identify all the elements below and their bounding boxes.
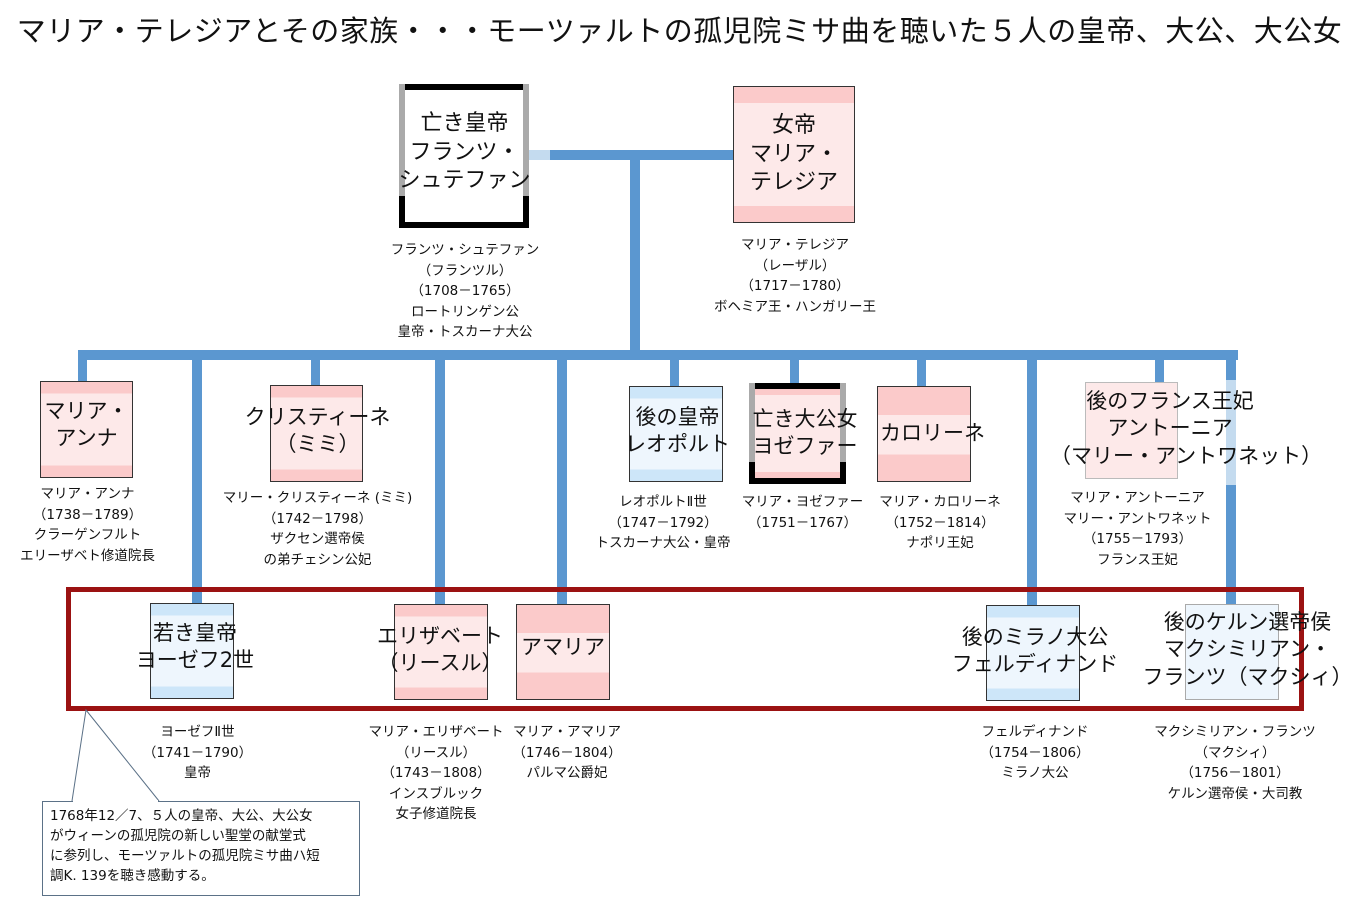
box-mother-label: 女帝 マリア・ テレジア: [749, 113, 838, 196]
info-mother: マリア・テレジア （レーザル） （1717－1780） ボヘミア王・ハンガリー王: [714, 237, 876, 315]
connector-caroline: [917, 355, 926, 388]
box-josepha[interactable]: [749, 383, 846, 484]
box-father[interactable]: [399, 84, 529, 228]
connector-antonia: [1155, 355, 1164, 383]
box-mother[interactable]: [733, 86, 855, 223]
box-leopold-label: 後の皇帝 レオポルト: [625, 405, 730, 457]
box-joseph-label: 若き皇帝 ヨーゼフ2世: [135, 621, 255, 673]
connector-maximilian: [1226, 485, 1236, 605]
info-christine: マリー・クリスティーネ (ミミ) （1742－1798） ザクセン選帝侯 の弟チ…: [222, 490, 413, 568]
connector-maximilian-top: [1226, 350, 1236, 380]
callout-text: 1768年12／7、５人の皇帝、大公、大公女 がウィーンの孤児院の新しい聖堂の献…: [50, 808, 320, 884]
box-christine[interactable]: [270, 385, 363, 482]
connector-christine: [311, 355, 320, 386]
connector-ferdinand: [1027, 355, 1037, 605]
box-leopold[interactable]: [629, 386, 723, 482]
info-josepha: マリア・ヨゼファー （1751－1767）: [741, 494, 864, 531]
box-ferdinand-label: 後のミラノ大公 フェルディナンド: [951, 625, 1119, 677]
connector-marriage: [550, 150, 734, 160]
info-father: フランツ・シュテファン （フランツル） （1708－1765） ロートリンゲン公…: [390, 242, 540, 340]
connector-children-bar: [78, 350, 1238, 360]
box-antonia-label: 後のフランス王妃 アントーニア （マリー・アントワネット）: [1050, 389, 1323, 468]
box-antonia[interactable]: [1085, 382, 1178, 479]
info-maria-anna: マリア・アンナ （1738－1789） クラーゲンフルト エリーザベト修道院長: [20, 486, 155, 564]
box-elisabeth[interactable]: [394, 604, 488, 700]
connector-joseph: [192, 355, 202, 603]
info-elisabeth: マリア・エリザベート （リースル） （1743－1808） インスブルック 女子…: [368, 724, 504, 822]
box-caroline-label: カロリーネ: [880, 421, 985, 445]
box-amalia-label: アマリア: [521, 635, 605, 659]
connector-maximilian-light: [1226, 380, 1236, 485]
info-ferdinand: フェルディナンド （1754－1806） ミラノ大公: [980, 724, 1090, 781]
connector-leopold: [670, 355, 679, 388]
info-maximilian: マクシミリアン・フランツ （マクシィ） （1756－1801） ケルン選帝侯・大…: [1154, 724, 1316, 802]
box-maria-anna[interactable]: [40, 381, 133, 478]
info-caroline: マリア・カロリーネ （1752－1814） ナポリ王妃: [879, 494, 1001, 551]
connector-trunk: [630, 155, 640, 355]
info-leopold: レオポルトⅡ世 （1747－1792） トスカーナ大公・皇帝: [595, 494, 731, 551]
callout-box: [42, 801, 360, 896]
info-amalia: マリア・アマリア （1746－1804） パルマ公爵妃: [512, 724, 622, 781]
box-father-label: 亡き皇帝 フランツ・ シュテファン: [398, 111, 531, 194]
box-joseph[interactable]: [150, 603, 234, 699]
info-joseph: ヨーゼフⅡ世 （1741－1790） 皇帝: [142, 724, 253, 781]
box-maximilian-label: 後のケルン選帝侯 マクシミリアン・ フランツ（マクシィ）: [1142, 610, 1353, 689]
box-caroline[interactable]: [877, 386, 971, 482]
connector-amalia: [557, 355, 567, 605]
diagram-title: マリア・テレジアとその家族・・・モーツァルトの孤児院ミサ曲を聴いた５人の皇帝、大…: [16, 14, 1343, 48]
box-ferdinand[interactable]: [986, 605, 1080, 701]
highlight-frame-heard-mass: [66, 587, 1304, 711]
box-christine-label: クリスティーネ （ミミ）: [244, 405, 391, 457]
connector-maria-anna: [78, 350, 87, 382]
box-elisabeth-label: エリザベート （リースル）: [377, 624, 503, 676]
connector-elisabeth: [435, 355, 445, 605]
connector-josepha: [790, 355, 799, 386]
box-josepha-label: 亡き大公女 ヨゼファー: [752, 407, 858, 459]
box-amalia[interactable]: [516, 604, 610, 700]
callout-pointer-gap: [73, 800, 158, 802]
box-maximilian[interactable]: [1185, 604, 1279, 700]
box-maria-anna-label: マリア・ アンナ: [44, 399, 129, 451]
connector-father-light: [528, 150, 550, 160]
info-antonia: マリア・アントーニア マリー・アントワネット （1755－1793） フランス王…: [1063, 490, 1212, 568]
